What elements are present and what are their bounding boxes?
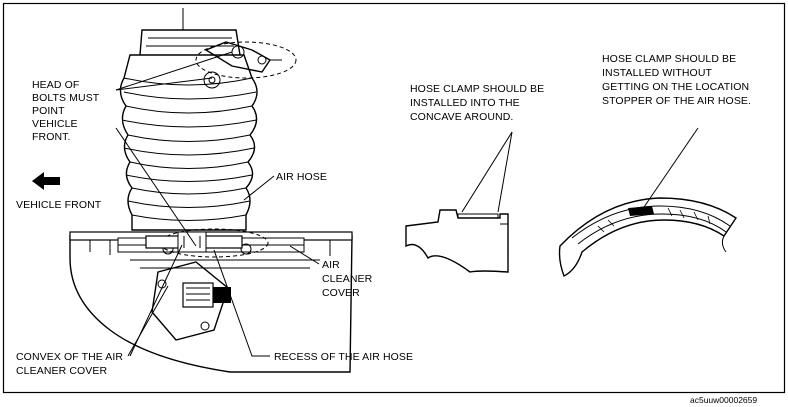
clamp-concave-label: HOSE CLAMP SHOULD BE INSTALLED INTO THE …: [410, 83, 547, 123]
lower-hose-clamp: [145, 228, 269, 258]
figure-code: ac5uuw00002659: [690, 395, 757, 405]
arrow-left-icon: [32, 172, 60, 190]
air-hose-label: AIR HOSE: [276, 171, 327, 183]
clamp-stopper-label: HOSE CLAMP SHOULD BE INSTALLED WITHOUT G…: [602, 53, 752, 107]
top-hose-clamp: [195, 41, 297, 89]
leader-lines-middle: [461, 131, 513, 213]
leader-lines-left: [115, 51, 320, 357]
concave-section-detail: [405, 209, 509, 273]
location-stopper-detail: [558, 197, 737, 277]
vehicle-front-label: VEHICLE FRONT: [16, 199, 102, 211]
air-hose-bellows: [119, 8, 258, 231]
recess-label: RECESS OF THE AIR HOSE: [274, 351, 413, 363]
air-cleaner-cover-label: AIR CLEANER COVER: [322, 259, 375, 299]
sensor-connector: [151, 261, 231, 341]
convex-label: CONVEX OF THE AIR CLEANER COVER: [16, 351, 126, 377]
leader-lines-right: [641, 127, 699, 211]
diagram-border: [2, 2, 786, 394]
head-of-bolts-label: HEAD OF BOLTS MUST POINT VEHICLE FRONT.: [32, 79, 102, 143]
air-hose-assembly-drawing: [32, 8, 353, 373]
